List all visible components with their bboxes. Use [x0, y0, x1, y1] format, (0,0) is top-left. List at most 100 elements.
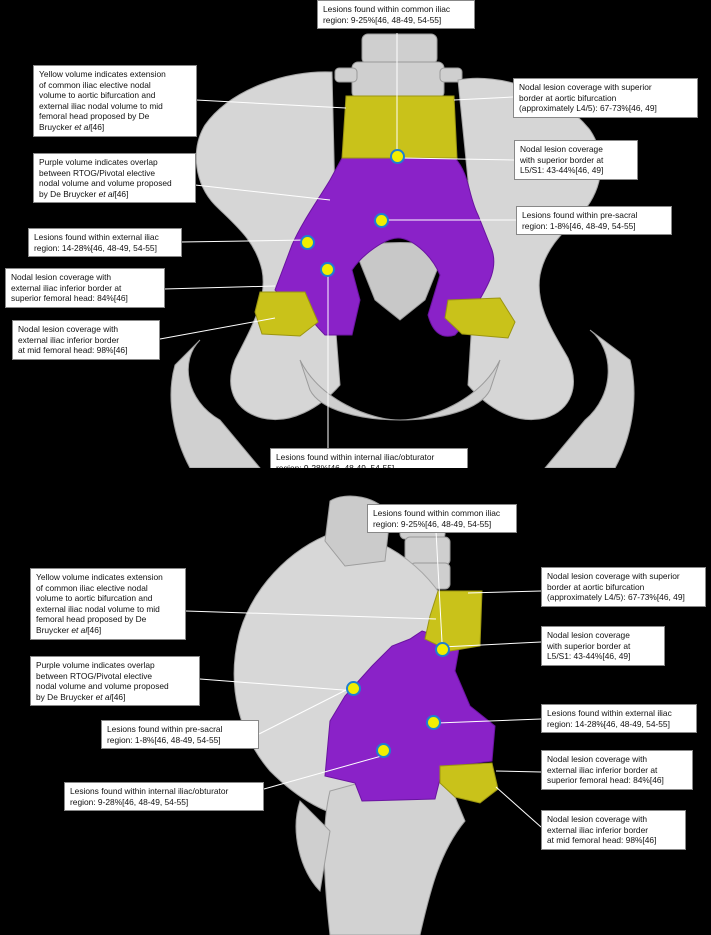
- external-iliac-marker: [300, 235, 315, 250]
- label-line: Lesions found within common iliac: [323, 4, 451, 14]
- label-line: external iliac nodal volume to mid: [39, 100, 163, 111]
- internal-iliac-marker: [320, 262, 335, 277]
- label-line: volume to aortic bifurcation and: [36, 593, 153, 604]
- label-line: region: 14-28%[46, 48-49, 54-55]: [34, 242, 157, 253]
- label-line: Nodal lesion coverage: [547, 630, 630, 640]
- yellow-upper-volume: [424, 590, 483, 652]
- lumbar-vertebra-bone: [334, 33, 463, 99]
- label-line: with superior border at: [547, 640, 631, 651]
- external-iliac-marker: [426, 715, 441, 730]
- label-line: Lesions found within common iliac: [373, 508, 501, 518]
- label-fragment: [46]: [90, 121, 105, 132]
- label-line: Bruycker et al[46]: [39, 122, 191, 133]
- label-line: Lesions found within pre-sacral: [522, 210, 638, 220]
- anterior-view-panel: Lesions found within common iliac region…: [5, 0, 698, 478]
- label-fragment: et al: [98, 188, 115, 199]
- label-line: at mid femoral head: 98%[46]: [18, 345, 128, 356]
- right-femur-bone: [544, 329, 635, 468]
- label-line: Yellow volume indicates extension: [39, 69, 166, 79]
- label-line: Nodal lesion coverage: [520, 144, 603, 154]
- left-femur-bone: [170, 339, 261, 468]
- label-line: femoral head proposed by De: [36, 614, 147, 625]
- iliac-wing-bone: [233, 530, 461, 817]
- label-line: region: 9-25%[46, 48-49, 54-55]: [373, 518, 492, 529]
- label-fragment: [46]: [114, 188, 129, 199]
- label-line: Nodal lesion coverage with: [547, 754, 648, 764]
- label-fragment: [46]: [111, 691, 126, 702]
- leader-lines: [159, 33, 516, 450]
- label-line: external iliac inferior border: [18, 334, 120, 345]
- label-line: femoral head proposed by De: [39, 111, 150, 122]
- ischium-bone: [295, 800, 331, 893]
- label-fragment: Bruycker: [36, 624, 70, 635]
- top-external-iliac-label: Lesions found within external iliac regi…: [28, 228, 182, 258]
- label-line: Nodal lesion coverage with superior: [547, 571, 680, 581]
- label-line: Nodal lesion coverage with superior: [519, 82, 652, 92]
- pubic-bone: [299, 359, 501, 421]
- bottom-common-iliac-label: Lesions found within common iliac region…: [367, 504, 517, 534]
- label-line: superior femoral head: 84%[46]: [547, 775, 664, 786]
- bottom-yellow-volume-label: Yellow volume indicates extension of com…: [30, 568, 186, 640]
- leader-lines: [185, 530, 542, 828]
- yellow-right-femoral-volume: [444, 297, 516, 339]
- label-line: border at aortic bifurcation: [547, 581, 645, 592]
- label-line: volume to aortic bifurcation and: [39, 90, 156, 101]
- top-mid-femoral-label: Nodal lesion coverage with external ilia…: [12, 320, 160, 360]
- label-line: nodal volume and volume proposed: [36, 681, 169, 692]
- label-line: Nodal lesion coverage with: [547, 814, 648, 824]
- label-fragment: by De Bruycker: [36, 691, 94, 702]
- label-line: (approximately L4/5): 67-73%[46, 49]: [519, 103, 657, 114]
- bottom-presacral-label: Lesions found within pre-sacral region: …: [101, 720, 259, 750]
- bottom-external-iliac-label: Lesions found within external iliac regi…: [541, 704, 697, 734]
- purple-nodal-volume: [324, 630, 496, 802]
- top-aortic-bifurcation-label: Nodal lesion coverage with superior bord…: [513, 78, 698, 118]
- label-line: Yellow volume indicates extension: [36, 572, 163, 582]
- label-line: nodal volume and volume proposed: [39, 178, 172, 189]
- bottom-l5s1-label: Nodal lesion coverage with superior bord…: [541, 626, 665, 666]
- label-line: region: 1-8%[46, 48-49, 54-55]: [522, 220, 636, 231]
- label-line: of common iliac elective nodal: [39, 79, 151, 90]
- top-l5s1-label: Nodal lesion coverage with superior bord…: [514, 140, 638, 180]
- label-line: Nodal lesion coverage with: [11, 272, 112, 282]
- top-superior-femoral-label: Nodal lesion coverage with external ilia…: [5, 268, 165, 308]
- top-purple-volume-label: Purple volume indicates overlap between …: [33, 153, 196, 204]
- label-line: L5/S1: 43-44%[46, 49]: [520, 165, 604, 176]
- label-fragment: et al: [95, 691, 112, 702]
- common-iliac-marker: [390, 149, 405, 164]
- presacral-marker: [374, 213, 389, 228]
- label-line: Lesions found within external iliac: [34, 232, 159, 242]
- yellow-femoral-volume: [439, 762, 499, 804]
- label-fragment: [46]: [87, 624, 102, 635]
- lateral-view-panel: Lesions found within common iliac region…: [0, 471, 711, 935]
- label-line: superior femoral head: 84%[46]: [11, 293, 128, 304]
- label-line: between RTOG/Pivotal elective: [39, 167, 156, 178]
- common-iliac-marker: [435, 642, 450, 657]
- presacral-marker: [346, 681, 361, 696]
- label-line: external iliac inferior border at: [547, 764, 658, 775]
- label-line: region: 9-28%[46, 48-49, 54-55]: [276, 463, 462, 474]
- label-line: of common iliac elective nodal: [36, 582, 148, 593]
- label-line: between RTOG/Pivotal elective: [36, 670, 153, 681]
- label-line: Purple volume indicates overlap: [36, 660, 155, 670]
- label-line: external iliac inferior border at: [11, 282, 122, 293]
- label-fragment: Bruycker: [39, 121, 73, 132]
- label-line: Lesions found within internal iliac/obtu…: [70, 786, 229, 796]
- bottom-purple-volume-label: Purple volume indicates overlap between …: [30, 656, 200, 707]
- label-line: border at aortic bifurcation: [519, 92, 617, 103]
- bottom-aortic-bifurcation-label: Nodal lesion coverage with superior bord…: [541, 567, 706, 607]
- pelvis-anterior-render: [159, 33, 635, 468]
- label-line: region: 14-28%[46, 48-49, 54-55]: [547, 718, 670, 729]
- label-line: region: 9-25%[46, 48-49, 54-55]: [323, 14, 442, 25]
- label-line: L5/S1: 43-44%[46, 49]: [547, 651, 631, 662]
- label-line: external iliac nodal volume to mid: [36, 603, 160, 614]
- label-line: Nodal lesion coverage with: [18, 324, 119, 334]
- panel-divider: [0, 468, 711, 471]
- label-line: Lesions found within external iliac: [547, 708, 672, 718]
- pelvis-lateral-render: [185, 495, 542, 935]
- yellow-upper-volume: [341, 95, 458, 159]
- internal-iliac-marker: [376, 743, 391, 758]
- label-line: external iliac inferior border: [547, 824, 649, 835]
- yellow-left-femoral-volume: [254, 291, 319, 337]
- label-line: region: 9-28%[46, 48-49, 54-55]: [70, 796, 189, 807]
- label-line: by De Bruycker et al[46]: [36, 692, 194, 703]
